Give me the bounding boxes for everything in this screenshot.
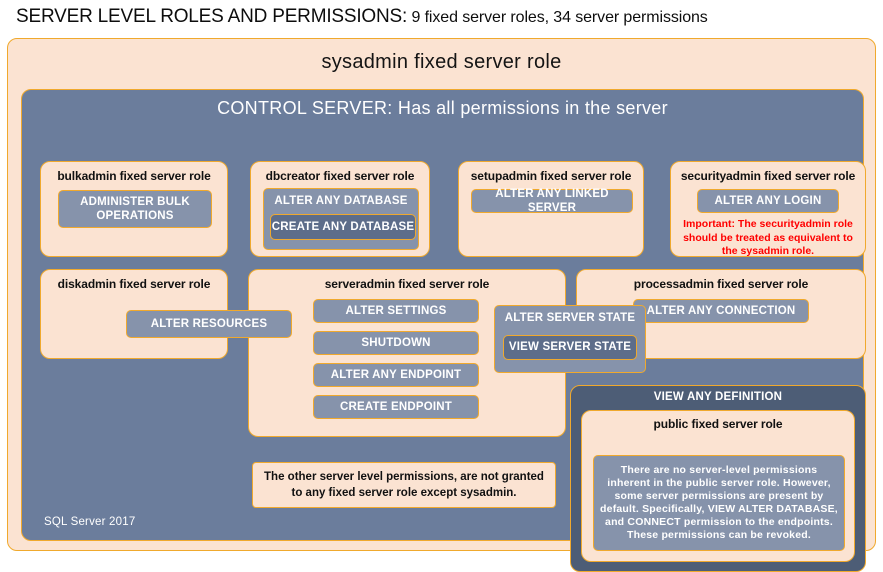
role-title-processadmin: processadmin fixed server role — [633, 277, 809, 291]
sysadmin-role-label: sysadmin fixed server role — [321, 51, 562, 73]
public-role-description: There are no server-level permissions in… — [593, 455, 845, 551]
permission-alter-resources[interactable]: ALTER RESOURCES — [126, 310, 292, 338]
role-title-dbcreator: dbcreator fixed server role — [265, 169, 415, 183]
control-server-label: CONTROL SERVER: Has all permissions in t… — [217, 98, 668, 118]
footer-version-label: SQL Server 2017 — [44, 516, 136, 528]
role-box-dbcreator: dbcreator fixed server role ALTER ANY DA… — [250, 161, 430, 257]
permission-alter-settings[interactable]: ALTER SETTINGS — [313, 299, 479, 323]
public-role-outer-panel: VIEW ANY DEFINITION public fixed server … — [570, 385, 866, 572]
role-title-securityadmin: securityadmin fixed server role — [680, 169, 856, 183]
permission-view-any-definition[interactable]: VIEW ANY DEFINITION — [653, 391, 783, 403]
permission-administer-bulk-operations[interactable]: ADMINISTER BULK OPERATIONS — [58, 190, 212, 228]
securityadmin-warning-note: Important: The securityadmin role should… — [683, 218, 853, 258]
permission-create-any-database[interactable]: CREATE ANY DATABASE — [270, 214, 416, 240]
permission-alter-any-login[interactable]: ALTER ANY LOGIN — [697, 189, 839, 213]
page-title-strong: SERVER LEVEL ROLES AND PERMISSIONS: — [16, 6, 408, 27]
role-box-securityadmin: securityadmin fixed server role ALTER AN… — [670, 161, 866, 257]
role-box-setupadmin: setupadmin fixed server role ALTER ANY L… — [458, 161, 644, 257]
role-box-bulkadmin: bulkadmin fixed server role ADMINISTER B… — [40, 161, 228, 257]
role-title-serveradmin: serveradmin fixed server role — [324, 277, 490, 291]
sysadmin-role-panel: sysadmin fixed server role CONTROL SERVE… — [7, 38, 876, 572]
permission-shutdown[interactable]: SHUTDOWN — [313, 331, 479, 355]
other-permissions-note: The other server level permissions, are … — [252, 462, 556, 508]
permission-view-server-state[interactable]: VIEW SERVER STATE — [503, 335, 637, 360]
role-title-public: public fixed server role — [653, 417, 783, 431]
role-title-diskadmin: diskadmin fixed server role — [57, 277, 211, 291]
page-title: SERVER LEVEL ROLES AND PERMISSIONS: 9 fi… — [16, 6, 876, 32]
control-server-panel: CONTROL SERVER: Has all permissions in t… — [21, 89, 866, 572]
permission-alter-any-linked-server[interactable]: ALTER ANY LINKED SERVER — [471, 188, 633, 214]
page-title-subtext: 9 fixed server roles, 34 server permissi… — [407, 9, 708, 26]
permission-alter-any-connection[interactable]: ALTER ANY CONNECTION — [633, 299, 809, 323]
role-box-public: public fixed server role There are no se… — [581, 410, 855, 562]
permission-create-endpoint[interactable]: CREATE ENDPOINT — [313, 395, 479, 419]
role-title-setupadmin: setupadmin fixed server role — [470, 169, 632, 183]
role-box-serveradmin: serveradmin fixed server role ALTER SETT… — [248, 269, 566, 437]
permission-alter-any-endpoint[interactable]: ALTER ANY ENDPOINT — [313, 363, 479, 387]
role-title-bulkadmin: bulkadmin fixed server role — [57, 169, 211, 183]
